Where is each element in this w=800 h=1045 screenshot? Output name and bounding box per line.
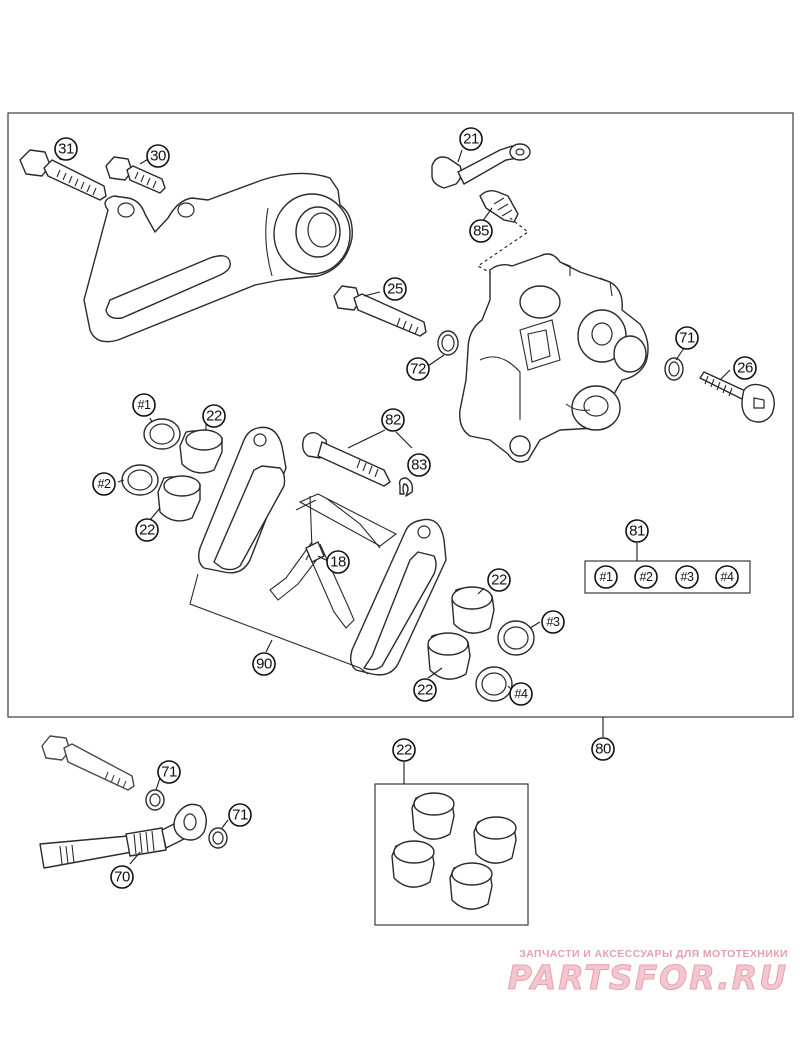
seal-3-right	[497, 620, 535, 656]
callout-31: 31	[54, 137, 78, 161]
kit-piston-2	[473, 816, 517, 864]
svg-text:#2: #2	[98, 477, 111, 491]
caliper-bracket	[83, 172, 353, 343]
brake-pad-right	[349, 518, 447, 676]
callout-85: 85	[469, 219, 493, 243]
svg-text:81: 81	[629, 523, 645, 540]
bleeder-cap-21	[431, 143, 531, 189]
seal-kit-box-81	[584, 560, 751, 594]
washer-71-upper	[664, 357, 684, 381]
bolt-31	[19, 149, 107, 201]
callout-21: 21	[459, 127, 483, 151]
piston-22-lower-right	[427, 632, 471, 680]
svg-text:22: 22	[417, 682, 433, 699]
callout-25: 25	[383, 277, 407, 301]
svg-text:31: 31	[58, 141, 74, 158]
svg-text:30: 30	[150, 148, 166, 165]
svg-text:90: 90	[256, 656, 272, 673]
svg-text:22: 22	[139, 522, 155, 539]
bolt-25	[333, 285, 427, 337]
callout-seal-3: #3	[541, 610, 565, 634]
callout-82: 82	[381, 408, 405, 432]
svg-text:22: 22	[491, 572, 507, 589]
bolt-30	[105, 156, 166, 194]
watermark-brand: PARTSFOR.RU	[507, 958, 788, 997]
svg-text:85: 85	[473, 223, 489, 240]
bleeder-valve-85	[476, 189, 529, 279]
kit-piston-1	[411, 792, 455, 840]
svg-text:22: 22	[206, 408, 222, 425]
callout-seal-4: #4	[509, 682, 533, 706]
banjo-bolt-lower	[41, 735, 135, 791]
svg-text:80: 80	[595, 741, 611, 758]
seal-4-right	[475, 666, 513, 702]
callout-22-upper-right: 22	[487, 568, 511, 592]
piston-22-upper-right	[451, 586, 495, 634]
pad-pin-82	[301, 431, 391, 487]
callout-72: 72	[406, 357, 430, 381]
callout-seal-2: #2	[92, 472, 116, 496]
callout-71-upper: 71	[675, 326, 699, 350]
callout-71-lower-b: 71	[228, 803, 252, 827]
svg-text:71: 71	[161, 764, 177, 781]
watermark: ЗАПЧАСТИ И АКСЕССУАРЫ ДЛЯ МОТОТЕХНИКИ PA…	[507, 948, 788, 997]
svg-text:#1: #1	[138, 398, 151, 412]
svg-text:71: 71	[679, 330, 695, 347]
svg-text:#4: #4	[721, 570, 734, 584]
svg-text:22: 22	[396, 742, 412, 759]
piston-22-upper-left	[179, 429, 223, 474]
piston-22-lower-left	[157, 475, 201, 522]
kit-piston-4	[449, 862, 493, 910]
svg-text:26: 26	[737, 360, 753, 377]
kit-piston-3	[391, 840, 435, 888]
callout-30: 30	[146, 144, 170, 168]
svg-text:72: 72	[410, 361, 426, 378]
callout-90: 90	[252, 652, 276, 676]
svg-text:#3: #3	[681, 570, 694, 584]
kit-callout-1: #1	[594, 565, 618, 589]
callout-80: 80	[591, 737, 615, 761]
callout-seal-1: #1	[132, 393, 156, 417]
kit-callout-3: #3	[675, 565, 699, 589]
callout-70: 70	[110, 865, 134, 889]
callout-71-lower-a: 71	[157, 760, 181, 784]
brake-pad-left	[197, 426, 287, 574]
svg-text:21: 21	[463, 131, 479, 148]
pad-set-outline-90	[189, 573, 369, 675]
svg-text:#1: #1	[600, 570, 613, 584]
watermark-tagline: ЗАПЧАСТИ И АКСЕССУАРЫ ДЛЯ МОТОТЕХНИКИ	[519, 948, 788, 960]
svg-text:82: 82	[385, 412, 401, 429]
washer-72	[437, 330, 459, 356]
svg-text:25: 25	[387, 281, 403, 298]
callout-18: 18	[326, 550, 350, 574]
callout-26: 26	[733, 356, 757, 380]
brake-hose-70	[39, 803, 207, 869]
svg-text:83: 83	[411, 457, 427, 474]
svg-text:#4: #4	[515, 687, 528, 701]
kit-callout-2: #2	[634, 565, 658, 589]
kit-callout-4: #4	[715, 565, 739, 589]
callout-22-upper-left: 22	[202, 404, 226, 428]
bolt-26	[699, 371, 775, 423]
svg-text:71: 71	[232, 807, 248, 824]
svg-text:70: 70	[114, 869, 130, 886]
callout-22-kit: 22	[392, 738, 416, 762]
caliper-body	[459, 253, 649, 463]
svg-text:#3: #3	[547, 615, 560, 629]
washer-71-lower-a	[145, 789, 165, 811]
svg-text:18: 18	[330, 554, 346, 571]
callout-22-lower-left: 22	[135, 518, 159, 542]
seal-2-left	[121, 464, 159, 496]
callout-83: 83	[407, 453, 431, 477]
callout-81: 81	[625, 519, 649, 543]
clip-83	[398, 477, 414, 497]
piston-kit-frame	[374, 783, 529, 926]
washer-71-lower-b	[208, 827, 228, 849]
callout-22-lower-right: 22	[413, 678, 437, 702]
seal-1-left	[143, 418, 181, 450]
svg-text:#2: #2	[640, 570, 653, 584]
assembly-frame-80	[7, 112, 794, 718]
